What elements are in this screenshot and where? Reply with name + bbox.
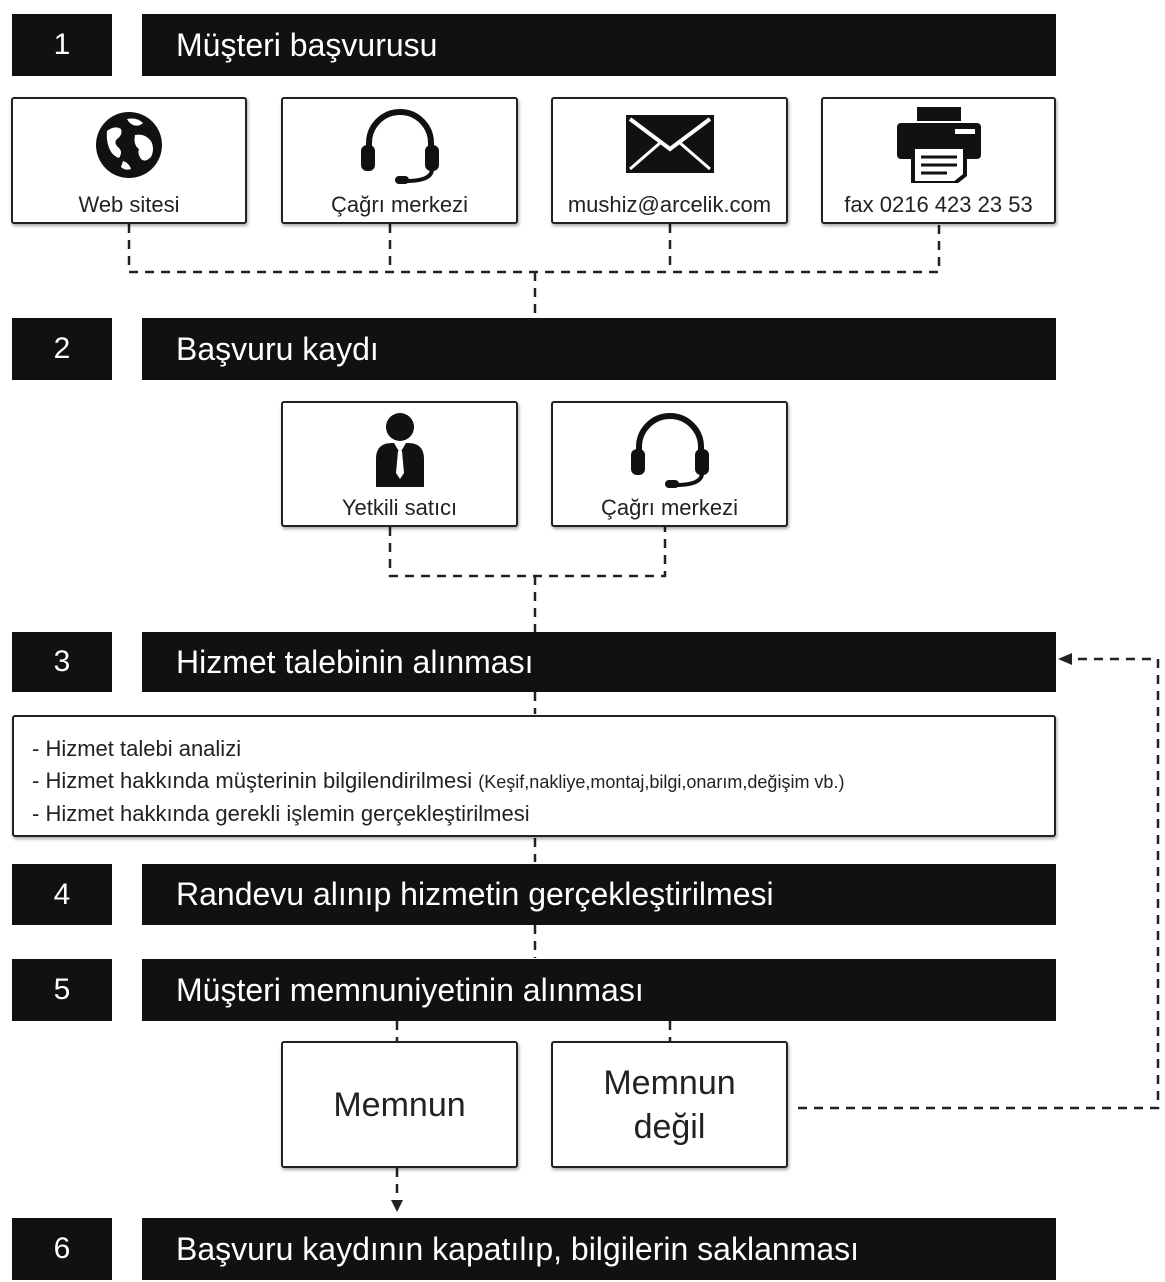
step-4-number: 4 [12,864,112,925]
service-request-line-2-note: (Keşif,nakliye,montaj,bilgi,onarım,değiş… [478,772,845,792]
service-request-details: - Hizmet talebi analizi - Hizmet hakkınd… [12,715,1056,837]
arrowhead-down [391,1200,403,1212]
channel-label-call-center: Çağrı merkezi [331,192,468,217]
fax-icon [823,107,1054,183]
channel-card-email: mushiz@arcelik.com [551,97,788,224]
arrowhead-left [1058,653,1072,665]
service-request-line-3-text: - Hizmet hakkında gerekli işlemin gerçek… [32,801,530,826]
person-icon [283,411,516,487]
step-5-title: Müşteri memnuniyetinin alınması [142,959,1056,1021]
channel-card-web: Web sitesi [11,97,247,224]
step-2-title: Başvuru kaydı [142,318,1056,380]
registration-label-dealer: Yetkili satıcı [341,495,458,520]
service-request-line-2: - Hizmet hakkında müşterinin bilgilendir… [32,765,1054,798]
outcome-not-satisfied-line-1: Memnun [603,1063,736,1102]
channel-card-call-center: Çağrı merkezi [281,97,518,224]
step-1-title: Müşteri başvurusu [142,14,1056,76]
headset-icon [283,109,516,185]
globe-icon [13,109,245,181]
step-1-number: 1 [12,14,112,76]
envelope-icon [553,115,786,173]
channel-card-fax: fax 0216 423 23 53 [821,97,1056,224]
step-6-title: Başvuru kaydının kapatılıp, bilgilerin s… [142,1218,1056,1280]
service-request-line-2-text: - Hizmet hakkında müşterinin bilgilendir… [32,768,473,793]
step-2-number: 2 [12,318,112,380]
channel-label-fax: fax 0216 423 23 53 [844,192,1033,217]
registration-card-call-center: Çağrı merkezi [551,401,788,527]
step-5-number: 5 [12,959,112,1021]
outcome-not-satisfied-line-2: değil [633,1107,706,1146]
channel-label-email: mushiz@arcelik.com [567,192,772,217]
step-6-number: 6 [12,1218,112,1280]
service-request-line-1-text: - Hizmet talebi analizi [32,736,242,761]
service-request-line-3: - Hizmet hakkında gerekli işlemin gerçek… [32,798,1054,830]
step-3-title: Hizmet talebinin alınması [142,632,1056,692]
registration-label-call-center: Çağrı merkezi [601,495,738,520]
registration-card-dealer: Yetkili satıcı [281,401,518,527]
channels-connector [127,224,941,274]
outcome-satisfied: Memnun [281,1041,518,1168]
outcome-not-satisfied: Memnun değil [551,1041,788,1168]
registration-connector [388,527,667,578]
channel-label-web: Web sitesi [78,192,180,217]
feedback-loop-connector [798,657,1160,1110]
step-4-title: Randevu alınıp hizmetin gerçekleştirilme… [142,864,1056,925]
headset-icon [553,413,786,489]
outcome-satisfied-label: Memnun [333,1085,466,1124]
step-3-number: 3 [12,632,112,692]
service-request-line-1: - Hizmet talebi analizi [32,733,1054,765]
